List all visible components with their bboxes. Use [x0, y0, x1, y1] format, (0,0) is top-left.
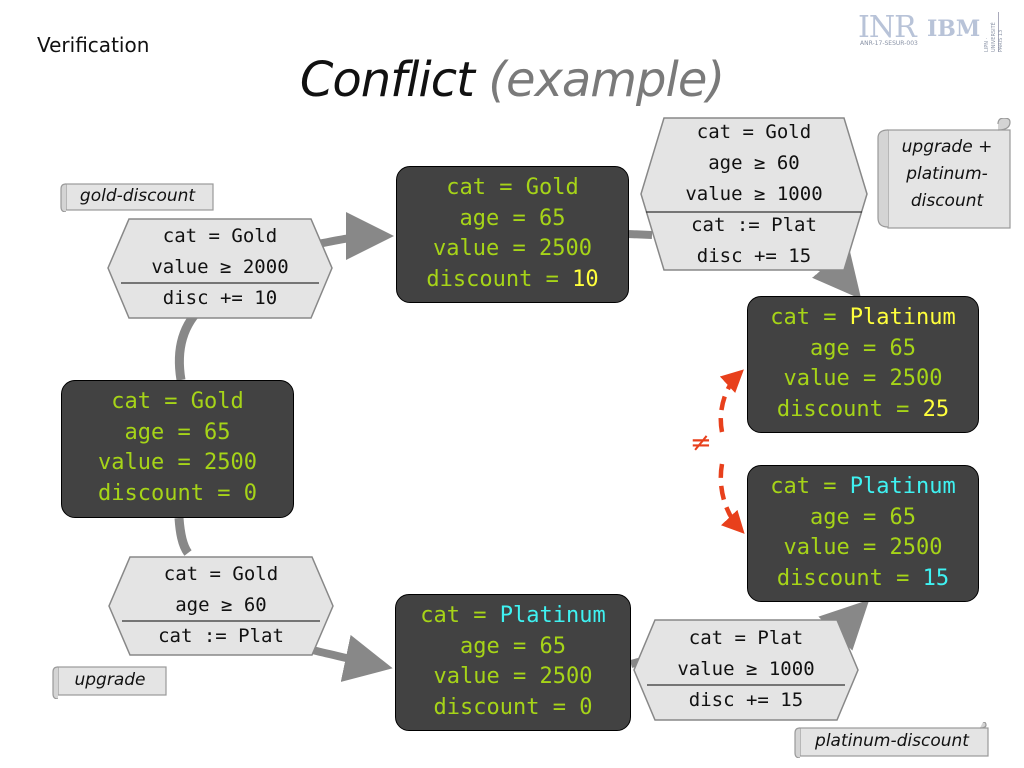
rule-upgrade-platinum-discount: cat = Gold age ≥ 60 value ≥ 1000 cat := … — [640, 117, 868, 271]
state-line: age = 65 — [810, 504, 916, 530]
rule-gold-discount: cat = Gold value ≥ 2000 disc += 10 — [107, 218, 333, 319]
rule-action: disc += 15 — [688, 689, 804, 711]
changed-value: Platinum — [849, 474, 956, 499]
logo-letters: INR — [858, 10, 917, 45]
conflict-arrow-up — [718, 369, 744, 433]
logo-code: ANR-17-SESUR-003 — [860, 40, 918, 47]
rule-text: cat = Gold value ≥ 2000 disc += 10 — [107, 218, 333, 314]
label-line: upgrade + — [901, 137, 993, 157]
rule-platinum-discount: cat = Plat value ≥ 1000 disc += 15 — [633, 619, 859, 721]
state-line: value = 2500 — [98, 450, 257, 475]
rule-guard: cat = Gold — [162, 225, 278, 247]
changed-value: 15 — [922, 565, 950, 591]
rule-shape — [108, 556, 334, 656]
state-final-sequential: cat = Platinum age = 65 value = 2500 dis… — [747, 465, 979, 602]
scroll-shape — [794, 722, 989, 758]
title-main: Conflict — [299, 52, 475, 108]
rule-action: cat := Plat — [691, 214, 817, 236]
label-gold-discount: gold-discount — [60, 180, 215, 212]
state-key: discount = — [776, 396, 923, 422]
rule-guard: cat = Gold — [163, 563, 279, 585]
state-line: age = 65 — [810, 335, 916, 361]
state-key: cat = — [420, 603, 500, 628]
rule-shape — [633, 619, 859, 721]
rule-action: disc += 10 — [162, 287, 278, 309]
label-line: platinum- — [906, 164, 988, 184]
rule-guard: cat = Gold — [696, 121, 812, 143]
rule-upgrade: cat = Gold age ≥ 60 cat := Plat — [108, 556, 334, 656]
scroll-shape — [60, 183, 214, 212]
state-initial: cat = Gold age = 65 value = 2500 discoun… — [61, 380, 294, 518]
label-platinum-discount: platinum-discount — [794, 722, 990, 758]
scroll-shape — [52, 666, 167, 699]
partner-logo: INR IBM ANR-17-SESUR-003 LIPN · UNIVERSI… — [858, 10, 1010, 54]
label-text: platinum-discount — [815, 731, 969, 751]
rule-action: cat := Plat — [158, 625, 284, 647]
rule-text: cat = Plat value ≥ 1000 disc += 15 — [633, 619, 859, 716]
link-initial-to-upgrade-rule — [174, 517, 192, 556]
rule-action: disc += 15 — [696, 245, 812, 267]
state-key: cat = — [770, 305, 850, 330]
label-line: discount — [910, 191, 984, 211]
state-line: cat = Platinum — [748, 472, 978, 503]
state-line: discount = 10 — [397, 265, 628, 296]
rule-guard: age ≥ 60 — [708, 152, 800, 174]
state-line: discount = 0 — [433, 694, 593, 720]
slide-title: Conflict (example) — [0, 52, 1024, 108]
section-title: Verification — [37, 33, 150, 57]
title-sub: (example) — [488, 52, 725, 108]
state-line: discount = 0 — [98, 480, 257, 506]
state-line: cat = Platinum — [396, 601, 630, 632]
state-key: cat = — [770, 474, 850, 499]
rule-guard: value ≥ 1000 — [685, 183, 823, 205]
rule-guard: value ≥ 1000 — [677, 658, 815, 680]
label-text: upgrade — [74, 670, 146, 690]
state-key: discount = — [426, 266, 573, 292]
changed-value: 25 — [922, 396, 950, 422]
link-gold-rule-to-state — [317, 212, 394, 261]
state-after-upgrade: cat = Platinum age = 65 value = 2500 dis… — [395, 594, 631, 731]
state-line: age = 65 — [459, 205, 566, 231]
rule-text: cat = Gold age ≥ 60 cat := Plat — [108, 556, 334, 652]
rule-shape — [107, 218, 333, 319]
rule-guard: value ≥ 2000 — [151, 256, 289, 278]
changed-value: Platinum — [499, 603, 606, 628]
state-line: value = 2500 — [783, 366, 943, 391]
state-final-combined: cat = Platinum age = 65 value = 2500 dis… — [747, 296, 979, 433]
state-after-gold-discount: cat = Gold age = 65 value = 2500 discoun… — [396, 166, 629, 303]
state-line: age = 65 — [124, 419, 231, 445]
label-text: gold-discount — [79, 186, 196, 206]
link-upgrade-rule-to-state — [311, 634, 393, 682]
logo-brand: IBM — [927, 16, 981, 42]
changed-value: 10 — [572, 266, 599, 292]
rule-text: cat = Gold age ≥ 60 value ≥ 1000 cat := … — [640, 117, 868, 272]
rule-guard: cat = Plat — [688, 627, 804, 649]
state-line: age = 65 — [460, 633, 566, 659]
state-line: value = 2500 — [433, 236, 592, 261]
label-upgrade-platinum-discount: upgrade + platinum- discount — [876, 118, 1012, 230]
state-line: discount = 25 — [748, 395, 978, 426]
scroll-shape — [877, 118, 1011, 229]
state-line: value = 2500 — [783, 535, 943, 560]
state-line: cat = Gold — [446, 175, 579, 200]
label-text: upgrade + platinum- discount — [876, 118, 1012, 215]
changed-value: Platinum — [849, 305, 956, 330]
label-upgrade: upgrade — [52, 663, 168, 699]
state-line: discount = 15 — [748, 564, 978, 595]
state-line: cat = Gold — [111, 389, 244, 414]
link-state-to-combined-rule — [627, 230, 653, 239]
rule-shape — [640, 117, 868, 271]
state-key: discount = — [776, 565, 923, 591]
state-line: value = 2500 — [433, 664, 593, 689]
state-line: cat = Platinum — [748, 303, 978, 334]
rule-guard: age ≥ 60 — [175, 594, 267, 616]
conflict-symbol: ≠ — [690, 428, 712, 458]
conflict-arrow-down — [718, 463, 745, 534]
